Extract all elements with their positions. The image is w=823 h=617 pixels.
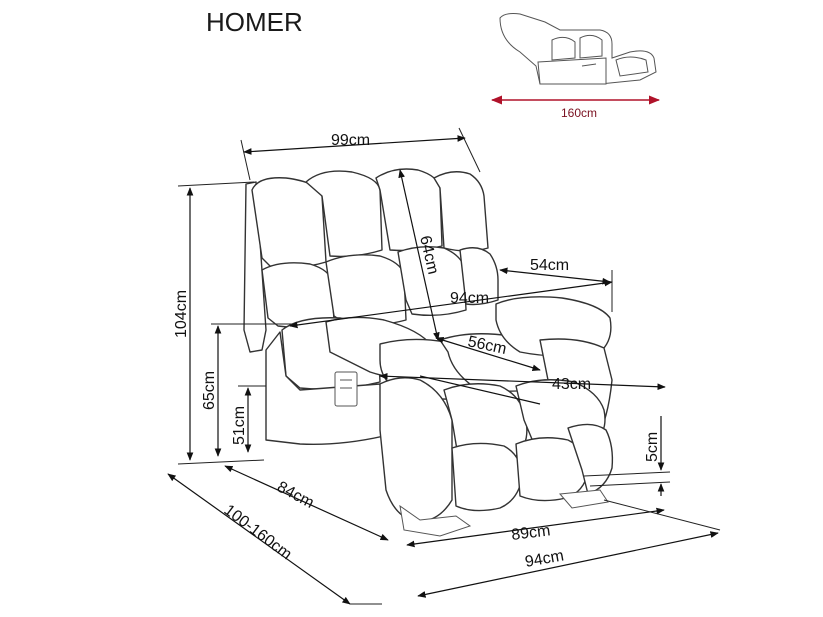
dimension-lines [167,127,721,605]
dim-depth: 84cm [274,479,317,512]
dim-total-height: 104cm [173,290,190,338]
dim-armrest-height: 65cm [201,371,218,410]
dim-armrest-depth: 54cm [530,257,569,274]
dim-depth-reclined: 100-160cm [221,502,295,564]
dim-seat-height: 51cm [231,406,248,445]
product-title: HOMER [206,7,303,37]
dim-total-width: 94cm [524,547,565,571]
dim-inner-width: 94cm [450,290,489,307]
dim-width-top: 99cm [331,132,370,149]
dim-seat-depth: 43cm [552,376,591,393]
dim-base-width: 89cm [510,522,551,544]
reclined-width-label: 160cm [561,106,597,120]
armchair-drawing [243,168,614,537]
reclined-chair-thumbnail [499,13,657,85]
dim-leg-height: 5cm [644,432,661,462]
